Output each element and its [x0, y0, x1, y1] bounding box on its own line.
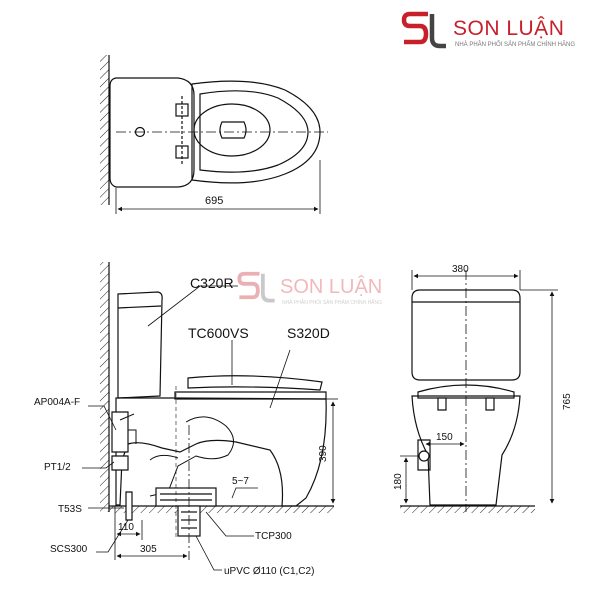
- upvc-label: uPVC Ø110 (C1,C2): [224, 566, 314, 577]
- dim-305-label: 305: [140, 544, 157, 555]
- side-view-trap: [149, 416, 234, 497]
- front-view-floor-hatch: [400, 506, 535, 513]
- gap-leader: [231, 487, 258, 499]
- watermark-tagline: NHÀ PHÂN PHỐI SẢN PHẨM CHÍNH HÃNG: [282, 300, 383, 306]
- leader-c320r: [147, 285, 238, 327]
- top-view-outlet: [219, 121, 247, 139]
- side-view-wall-hatch: [100, 262, 109, 512]
- leader-s320d: [269, 349, 291, 409]
- dim-390-label: 390: [318, 445, 329, 462]
- side-view-flange: [155, 487, 217, 507]
- front-view-bowl: [411, 395, 521, 506]
- leader-tcp300: [205, 511, 254, 537]
- watermark-mark-icon: [237, 271, 275, 303]
- side-view-bowl: [115, 397, 327, 507]
- tcp300-label: TCP300: [255, 531, 292, 542]
- side-view-floor-hatch: [109, 506, 334, 513]
- seat-hinge-icon: [175, 103, 189, 117]
- anchor-bolt-icon: [125, 491, 133, 521]
- angle-valve-icon: [111, 411, 129, 453]
- leader-upvc: [195, 535, 222, 571]
- side-view-tank: [117, 291, 163, 399]
- brand-mark-icon: [401, 11, 446, 49]
- dim-695-label: 695: [205, 195, 223, 207]
- t53s-label: T53S: [58, 504, 82, 515]
- tc600vs-label: TC600VS: [188, 325, 249, 341]
- leader-pt12: [82, 461, 115, 469]
- leader-ap004a-f: [88, 405, 117, 431]
- watermark-name: SON LUẬN: [280, 276, 383, 298]
- front-view: [400, 270, 558, 513]
- scs300-label: SCS300: [50, 544, 88, 555]
- brand-name: SON LUẬN: [453, 17, 565, 40]
- watermark-logo: SON LUẬN NHÀ PHÂN PHỐI SẢN PHẨM CHÍNH HÃ…: [236, 268, 396, 312]
- pt12-label: PT1/2: [44, 462, 71, 473]
- side-view-lid: [187, 375, 323, 391]
- side-view: [82, 262, 338, 571]
- brand-tagline: NHÀ PHÂN PHỐI SẢN PHẨM CHÍNH HÃNG: [455, 42, 576, 48]
- gap-5-7-label: 5~7: [232, 476, 249, 487]
- top-view-bowl-opening: [193, 103, 271, 157]
- dim-765-label: 765: [562, 393, 573, 410]
- dim-110-label: 110: [118, 522, 134, 533]
- top-view-wall-hatch: [100, 55, 109, 205]
- leader-scs300: [96, 519, 129, 553]
- ap004a-f-label: AP004A-F: [34, 397, 80, 408]
- supply-valve-icon: [418, 450, 430, 462]
- seat-hinge-icon: [485, 397, 495, 411]
- front-view-seat: [417, 384, 515, 399]
- top-view: [100, 55, 328, 214]
- dim-380-label: 380: [452, 264, 469, 275]
- dim-150-label: 150: [436, 432, 453, 443]
- c320r-label: C320R: [190, 275, 234, 291]
- seat-hinge-icon: [437, 397, 447, 411]
- dim-180-label: 180: [393, 473, 404, 490]
- s320d-label: S320D: [287, 325, 330, 341]
- top-view-seat-inner: [199, 90, 309, 173]
- brand-logo: SON LUẬN NHÀ PHÂN PHỐI SẢN PHẨM CHÍNH HÃ…: [400, 8, 595, 58]
- front-view-tank: [411, 289, 521, 381]
